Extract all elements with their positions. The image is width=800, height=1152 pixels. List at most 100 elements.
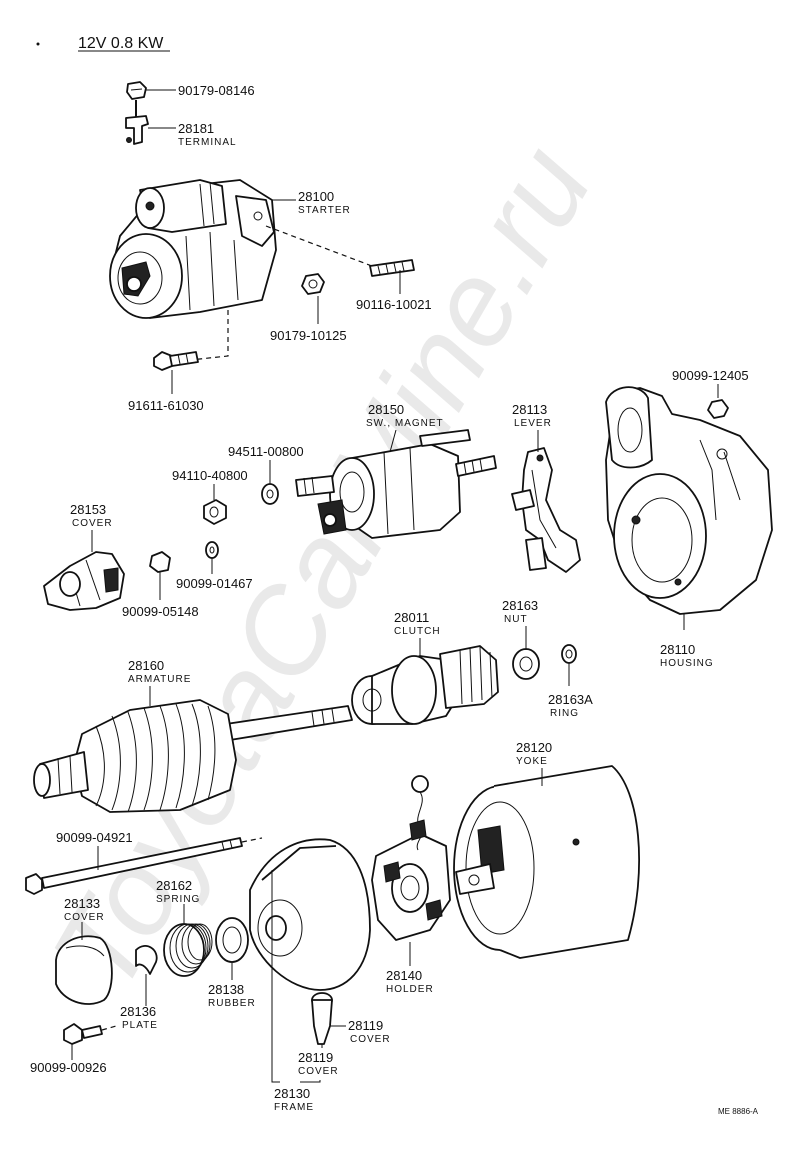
frame-illustration	[249, 838, 371, 991]
part-name: RUBBER	[208, 998, 256, 1009]
label-28140: 28140 HOLDER	[386, 968, 434, 995]
stud-bolt-illustration	[369, 259, 415, 277]
part-number: 28153	[70, 502, 106, 517]
label-28163A: 28163A RING	[548, 692, 593, 719]
label-90099-05148: 90099-05148	[122, 604, 199, 619]
part-name: SPRING	[156, 894, 200, 905]
diagram-reference-code: ME 8886-A	[718, 1107, 759, 1116]
part-number: 90099-12405	[672, 368, 749, 383]
label-90099-00926: 90099-00926	[30, 1060, 107, 1075]
label-91611-61030: 91611-61030	[128, 398, 204, 413]
label-94511-00800: 94511-00800	[228, 444, 304, 459]
part-number: 94511-00800	[228, 444, 304, 459]
part-number: 28011	[394, 610, 429, 625]
label-90099-04921: 90099-04921	[56, 830, 133, 845]
label-28162: 28162 SPRING	[156, 878, 200, 905]
screw-90099-00926-illustration	[63, 1023, 103, 1045]
washer-94511-00800-illustration	[261, 483, 279, 505]
label-90179-08146: 90179-08146	[178, 83, 255, 98]
part-number: 90179-10125	[270, 328, 347, 343]
part-number: 28119	[348, 1018, 383, 1033]
terminal-illustration	[125, 100, 149, 145]
part-name: HOUSING	[660, 658, 714, 669]
label-90116-10021: 90116-10021	[356, 297, 432, 312]
nut-90099-05148-illustration	[149, 551, 171, 573]
part-number: 28119	[298, 1050, 333, 1065]
part-name: COVER	[350, 1034, 391, 1045]
part-name: ARMATURE	[128, 674, 191, 685]
leader-dashed-starter-stud	[265, 225, 373, 267]
rubber-illustration	[215, 917, 249, 963]
part-name: STARTER	[298, 205, 351, 216]
label-94110-40800: 94110-40800	[172, 468, 248, 483]
diagram-title: 12V 0.8 KW	[78, 35, 164, 52]
label-90179-10125: 90179-10125	[270, 328, 347, 343]
part-number: 28113	[512, 402, 547, 417]
part-name: HOLDER	[386, 984, 434, 995]
part-number: 28100	[298, 189, 334, 204]
label-28150: 28150 SW., MAGNET	[366, 402, 444, 429]
label-28181: 28181 TERMINAL	[178, 121, 237, 148]
label-28119-bottom: 28119 COVER	[298, 1050, 339, 1077]
part-number: 28120	[516, 740, 552, 755]
part-number: 28160	[128, 658, 164, 673]
leader-dashed-through-bolt	[241, 837, 263, 843]
nut-94110-40800-illustration	[203, 499, 227, 525]
washer-90099-01467-illustration	[205, 541, 219, 559]
label-28138: 28138 RUBBER	[208, 982, 256, 1009]
plate-illustration	[135, 945, 158, 975]
part-name: COVER	[64, 912, 105, 923]
part-number: 28163	[502, 598, 538, 613]
label-28120: 28120 YOKE	[516, 740, 552, 767]
part-number: 28133	[64, 896, 100, 911]
part-number: 90116-10021	[356, 297, 432, 312]
label-28133: 28133 COVER	[64, 896, 105, 923]
yoke-illustration	[453, 765, 640, 959]
clutch-illustration	[351, 645, 499, 725]
part-name: RING	[550, 708, 579, 719]
part-number: 94110-40800	[172, 468, 248, 483]
part-number: 28162	[156, 878, 192, 893]
leader-dashed-screw	[101, 1025, 117, 1031]
part-number: 90099-04921	[56, 830, 133, 845]
label-28119-right: 28119 COVER	[348, 1018, 391, 1045]
part-name: NUT	[504, 614, 528, 625]
label-28100: 28100 STARTER	[298, 189, 351, 216]
label-28153: 28153 COVER	[70, 502, 112, 529]
switch-cover-illustration	[43, 551, 125, 611]
part-number: 28163A	[548, 692, 593, 707]
housing-illustration	[605, 386, 773, 615]
small-cover-illustration	[311, 992, 333, 1045]
nut-90179-10125-illustration	[301, 273, 325, 295]
ring-28163A-illustration	[561, 644, 577, 664]
armature-illustration	[33, 699, 353, 813]
starter-assembly-illustration	[109, 179, 277, 319]
part-number: 90099-01467	[176, 576, 253, 591]
bolt-91611-61030-illustration	[153, 351, 199, 371]
label-28113: 28113 LEVER	[512, 402, 552, 429]
label-28160: 28160 ARMATURE	[128, 658, 191, 685]
part-number: 28150	[368, 402, 404, 417]
part-name: COVER	[298, 1066, 339, 1077]
part-number: 28181	[178, 121, 214, 136]
part-number: 90099-00926	[30, 1060, 107, 1075]
nut-90099-12405-illustration	[707, 399, 729, 419]
part-number: 28110	[660, 642, 695, 657]
end-cover-illustration	[55, 935, 113, 1005]
part-number: 28136	[120, 1004, 156, 1019]
spring-illustration	[163, 923, 213, 977]
part-name: FRAME	[274, 1102, 314, 1113]
label-28136: 28136 PLATE	[120, 1004, 157, 1031]
leader-lines	[71, 89, 719, 1083]
leader-dashed-starter-bolt	[189, 310, 229, 361]
part-number: 28130	[274, 1086, 310, 1101]
part-name: SW., MAGNET	[366, 418, 444, 429]
bullet-dot	[36, 42, 40, 46]
part-name: CLUTCH	[394, 626, 441, 637]
label-28130: 28130 FRAME	[274, 1086, 314, 1113]
part-name: LEVER	[514, 418, 552, 429]
part-number: 28140	[386, 968, 422, 983]
part-number: 28138	[208, 982, 244, 997]
part-name: TERMINAL	[178, 137, 237, 148]
part-name: YOKE	[516, 756, 548, 767]
